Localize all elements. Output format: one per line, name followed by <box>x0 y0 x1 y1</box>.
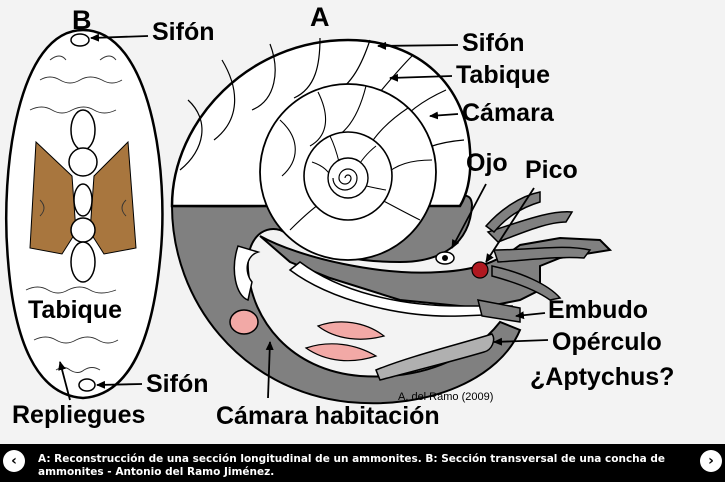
longitudinal-section-a <box>170 37 613 405</box>
brown-overlay-left <box>29 140 77 255</box>
panel-b-letter: B <box>72 5 92 35</box>
label-operculum: Opérculo <box>552 328 662 356</box>
gill-2 <box>304 343 378 362</box>
diagram-artwork <box>5 28 613 405</box>
label-living-chamber: Cámara habitación <box>216 402 440 430</box>
siphuncle-bottom <box>78 378 96 392</box>
gill-1 <box>316 321 386 340</box>
image-credit: A. del Ramo (2009) <box>398 391 494 403</box>
label-septum-b: Tabique <box>28 296 122 324</box>
beak <box>471 261 489 279</box>
label-siphon-a: Sifón <box>462 29 525 57</box>
siphuncle-top <box>70 33 90 47</box>
aptychus-plate <box>375 333 495 381</box>
label-eye: Ojo <box>466 149 508 177</box>
label-folds: Repliegues <box>12 401 146 429</box>
pupil <box>442 255 448 261</box>
white-organ-loop <box>233 245 261 301</box>
label-funnel: Embudo <box>548 296 648 324</box>
inner-whorl-2 <box>68 147 98 177</box>
inner-whorl-5 <box>70 241 96 283</box>
inner-whorl-3 <box>73 183 93 217</box>
label-siphon-b-top: Sifón <box>152 18 215 46</box>
brown-overlay-right <box>89 140 137 255</box>
arms <box>484 191 592 301</box>
panel-a-letter: A <box>310 2 330 32</box>
label-aptychus: ¿Aptychus? <box>530 363 675 391</box>
label-siphon-b-bottom: Sifón <box>146 370 209 398</box>
whorl-4 <box>327 157 369 199</box>
inner-whorl-4 <box>70 217 96 243</box>
label-septum-a: Tabique <box>456 61 550 89</box>
caption-bar: ‹ A: Reconstrucción de una sección longi… <box>0 444 725 482</box>
living-chamber-gray <box>170 193 522 405</box>
figure-caption: A: Reconstrucción de una sección longitu… <box>38 453 666 478</box>
previous-button[interactable]: ‹ <box>3 450 25 472</box>
next-button[interactable]: › <box>700 450 722 472</box>
chevron-right-icon: › <box>708 453 714 469</box>
funnel-tube <box>476 299 521 323</box>
inner-whorl-1 <box>70 109 96 151</box>
label-chamber: Cámara <box>462 99 554 127</box>
chevron-left-icon: ‹ <box>11 453 17 469</box>
pink-gonad <box>229 309 259 335</box>
ammonite-diagram: B Sifón Tabique Sifón Repliegues A Sifón… <box>0 0 725 444</box>
protoconch-spiral <box>332 168 358 191</box>
label-beak: Pico <box>525 156 578 184</box>
cross-section-b <box>5 28 164 401</box>
